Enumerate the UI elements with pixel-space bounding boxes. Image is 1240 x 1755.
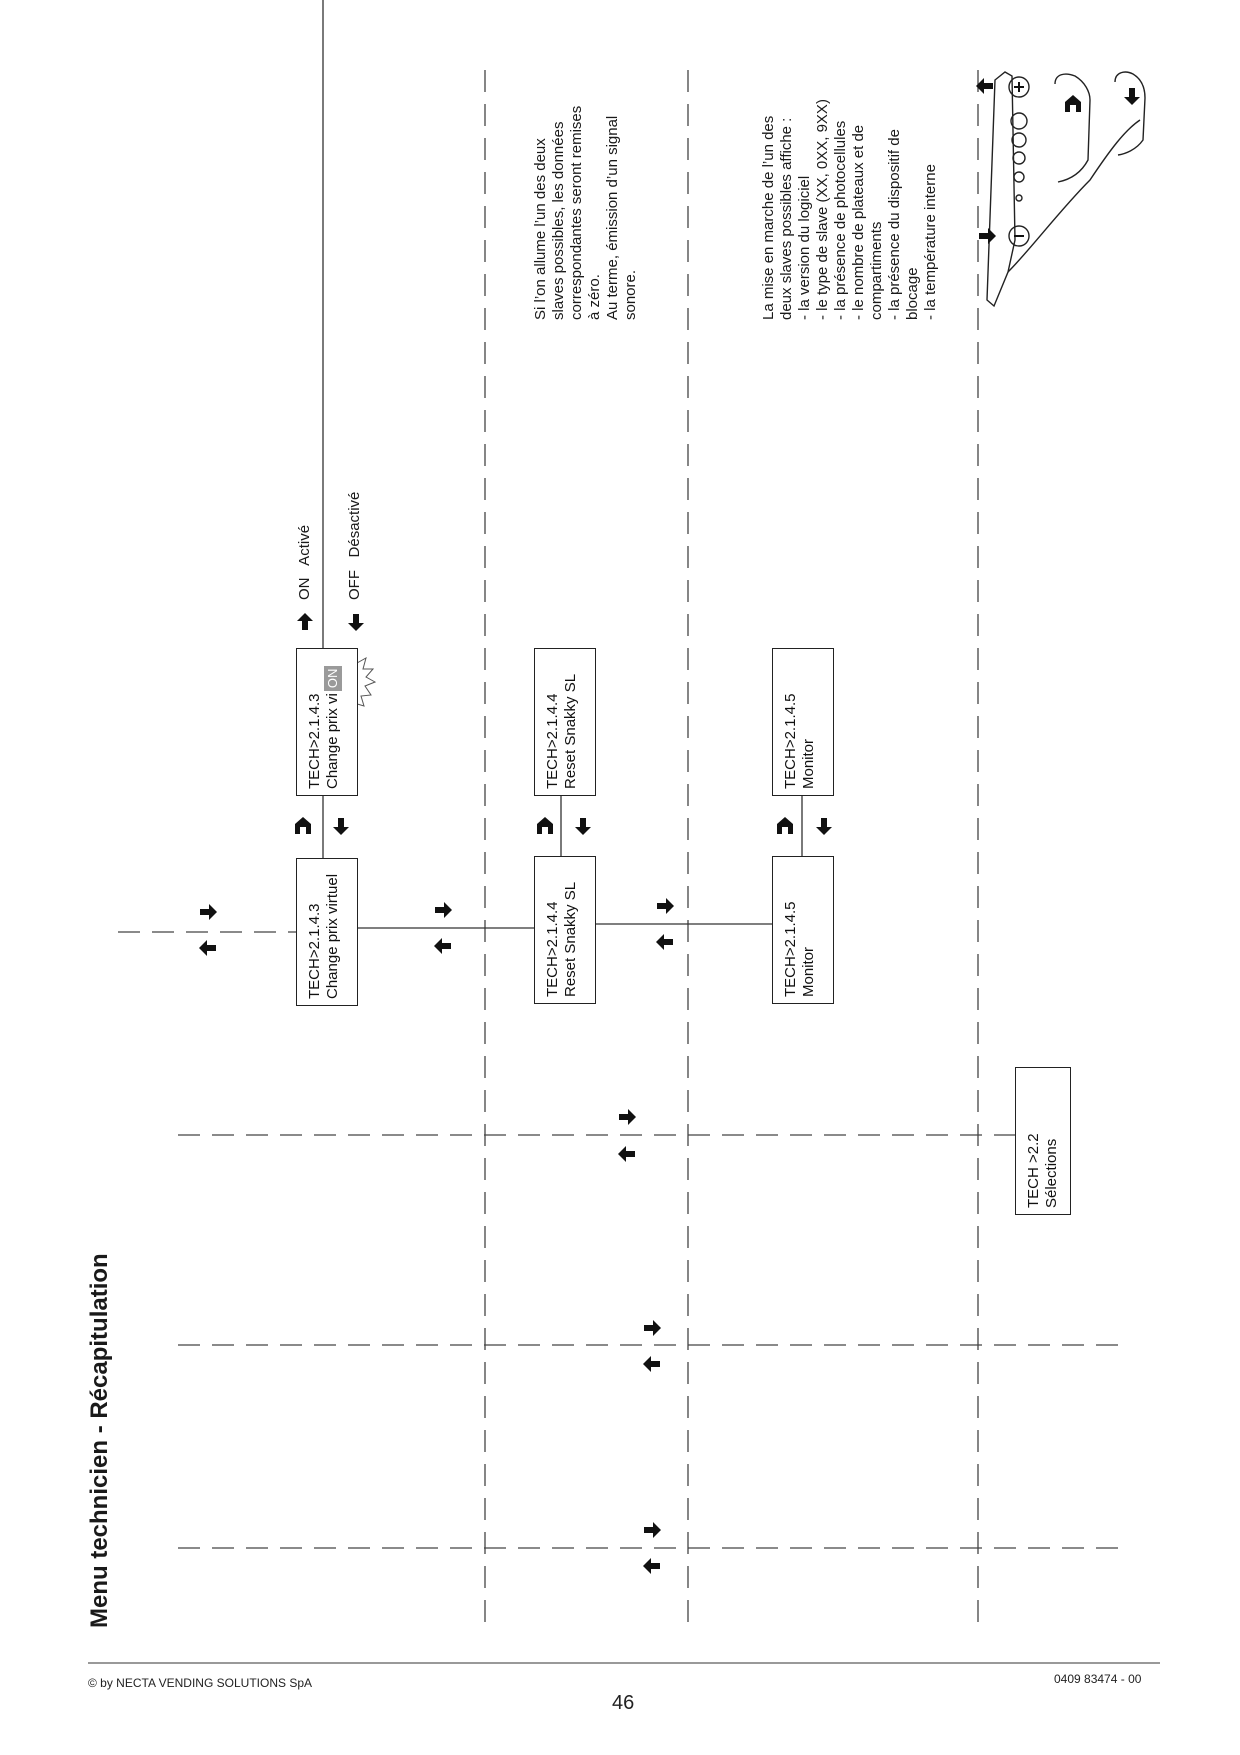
arrow-right-icon [644,1320,661,1336]
option-off-code: OFF [346,570,363,600]
box-label: Monitor [800,946,817,997]
menu-box-reset[interactable]: TECH>2.1.4.4 Reset Snakky SL [534,856,596,1004]
menu-box-reset-edit[interactable]: TECH>2.1.4.4 Reset Snakky SL [534,648,596,796]
option-on: ON Activé [296,525,313,600]
enter-arrow-icon [295,817,311,834]
note-line: à zéro. [586,274,603,320]
keypad-down-icon [1124,88,1140,105]
menu-box-monitor-edit[interactable]: TECH>2.1.4.5 Monitor [772,648,834,796]
option-on-label: Activé [296,524,313,566]
on-badge: ON [324,665,342,692]
box-code: TECH>2.1.4.5 [782,693,799,789]
arrow-left-icon [643,1558,660,1574]
note-line: - le nombre de plateaux et de [850,124,867,320]
note-line: - le type de slave (XX, 0XX, 9XX) [814,99,831,320]
box-code: TECH>2.1.4.3 [306,693,323,789]
arrow-down-icon [575,818,591,835]
arrow-left-icon [643,1356,660,1372]
menu-box-monitor[interactable]: TECH>2.1.4.5 Monitor [772,856,834,1004]
note-line: - la température interne [922,164,939,320]
arrow-up-icon [297,613,313,630]
page-title: Menu technicien - Récapitulation [86,1253,113,1628]
box-label: Sélections [1043,1138,1060,1208]
note-monitor: La mise en marche de l’un des deux slave… [760,99,940,320]
enter-arrow-icon [777,817,793,834]
option-off-label: Désactivé [346,491,363,558]
box-label: Reset Snakky SL [562,881,579,997]
note-reset: Si l’on allume l’un des deux slaves poss… [532,106,640,320]
keypad-enter-icon [1065,95,1081,112]
box-label: Change prix vi [324,693,341,789]
box-label: Change prix virtuel [324,873,341,999]
arrow-right-icon [657,898,674,914]
option-off: OFF Désactivé [346,492,363,600]
arrow-left-icon [618,1146,635,1162]
note-line: Au terme, émission d’un signal [604,115,621,320]
note-line: compartiments [868,221,885,320]
enter-arrow-icon [537,817,553,834]
menu-box-change-prix[interactable]: TECH>2.1.4.3 Change prix virtuel [296,858,358,1006]
note-line: sonore. [622,269,639,320]
arrow-right-icon [200,904,217,920]
arrow-left-icon [434,938,451,954]
menu-box-selections[interactable]: TECH >2.2 Sélections [1015,1067,1071,1215]
box-code: TECH>2.1.4.3 [306,903,323,999]
option-on-code: ON [296,577,313,601]
arrow-right-icon [435,902,452,918]
footer-copyright: © by NECTA VENDING SOLUTIONS SpA [88,1676,313,1690]
arrow-left-icon [199,940,216,956]
arrow-left-icon [656,934,673,950]
note-line: La mise en marche de l’un des [760,115,777,320]
box-label: Reset Snakky SL [562,673,579,789]
arrow-down-icon [348,614,364,631]
note-line: - la version du logiciel [796,175,813,320]
note-line: slaves possibles, les données [550,121,567,320]
note-line: deux slaves possibles affiche : [778,117,795,320]
arrow-down-icon [816,818,832,835]
note-line: - la présence du dispositif de [886,129,903,320]
footer-doc-code: 0409 83474 - 00 [1054,1672,1142,1686]
menu-box-change-prix-edit[interactable]: TECH>2.1.4.3 Change prix viON [296,648,358,796]
note-line: Si l’on allume l’un des deux [532,138,549,320]
keypad-illustration [986,71,1146,308]
arrow-right-icon [619,1109,636,1125]
keypad-arrow-down-icon [979,228,996,244]
box-code: TECH>2.1.4.5 [782,901,799,997]
arrow-down-icon [333,818,349,835]
note-line: - la présence de photocellules [832,120,849,320]
box-code: TECH>2.1.4.4 [544,693,561,789]
arrow-right-icon [644,1522,661,1538]
box-label: Monitor [800,738,817,789]
note-line: correspondantes seront remises [568,105,585,320]
box-code: TECH >2.2 [1025,1133,1042,1208]
box-code: TECH>2.1.4.4 [544,901,561,997]
page-number: 46 [612,1692,635,1714]
note-line: blocage [904,267,921,320]
